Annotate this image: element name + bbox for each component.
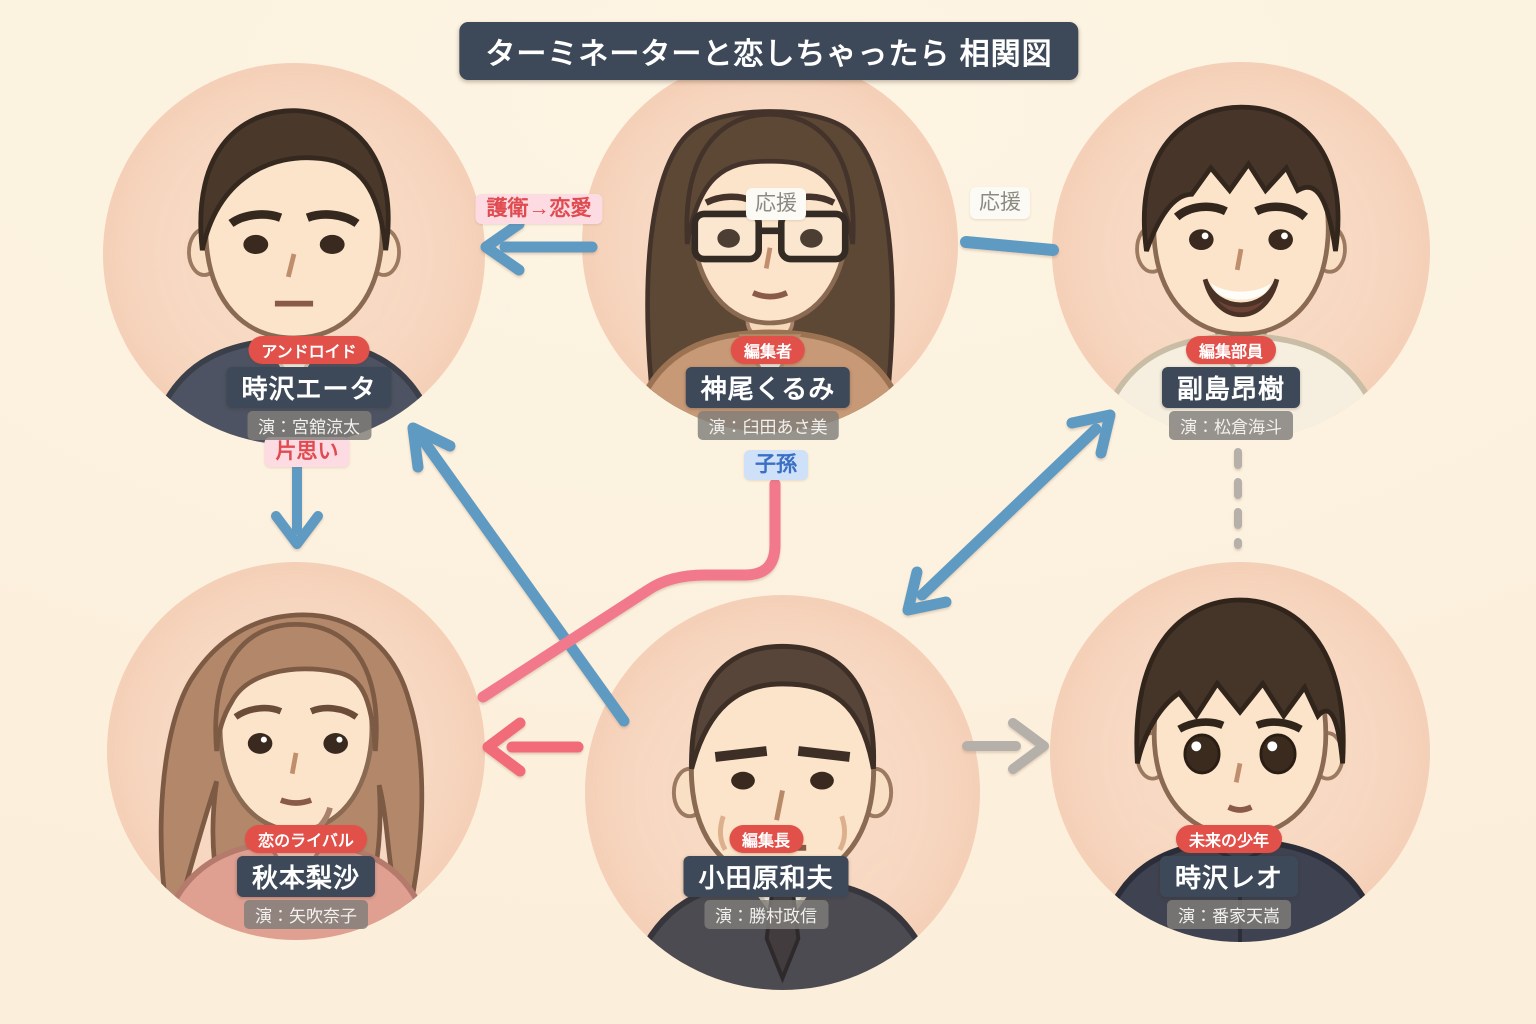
arrow-kataomoi <box>271 462 323 549</box>
relation-label-ouen-right: 応援 <box>970 187 1030 220</box>
labels-soejima-koki: 編集部員 副島昂樹 演：松倉海斗 <box>1161 336 1301 440</box>
relation-label-shison: 子孫 <box>744 450 808 481</box>
portrait-odawara-kazuo <box>585 595 980 990</box>
character-name: 時沢エータ <box>226 367 392 408</box>
relation-label-ouen-center: 応援 <box>746 188 806 221</box>
role-badge: 編集者 <box>730 336 806 364</box>
arrow-odawara-to-leo <box>962 718 1049 774</box>
relation-label-goei-renai: 護衛→恋愛 <box>475 194 603 225</box>
character-name: 副島昂樹 <box>1161 367 1301 408</box>
role-badge: アンドロイド <box>248 336 370 364</box>
cast-name: 演：松倉海斗 <box>1168 411 1293 440</box>
labels-tokizawa-eta: アンドロイド 時沢エータ 演：宮舘涼太 <box>226 336 392 440</box>
character-name: 神尾くるみ <box>685 367 851 408</box>
cast-name: 演：臼田あさ美 <box>697 411 839 440</box>
character-name: 小田原和夫 <box>683 856 849 897</box>
arrow-goei-renai <box>480 218 598 276</box>
cast-name: 演：矢吹奈子 <box>243 900 368 929</box>
portrait-soejima-koki <box>1052 62 1430 440</box>
cast-name: 演：番家天嵩 <box>1166 900 1291 929</box>
labels-akimoto-risa: 恋のライバル 秋本梨沙 演：矢吹奈子 <box>236 825 376 929</box>
labels-tokizawa-leo: 未来の少年 時沢レオ 演：番家天嵩 <box>1159 825 1299 929</box>
labels-kamio-kurumi: 編集者 神尾くるみ 演：臼田あさ美 <box>685 336 851 440</box>
cast-name: 演：勝村政信 <box>703 900 828 929</box>
arrow-odawara-to-akimoto <box>482 717 584 777</box>
arrow-soejima-odawara <box>902 409 1116 616</box>
older-man-suit-illustration <box>626 643 939 990</box>
smiling-man-illustration <box>1095 104 1387 440</box>
role-badge: 未来の少年 <box>1175 825 1283 853</box>
role-badge: 恋のライバル <box>245 825 367 853</box>
role-badge: 編集長 <box>728 825 804 853</box>
labels-odawara-kazuo: 編集長 小田原和夫 演：勝村政信 <box>683 825 849 929</box>
role-badge: 編集部員 <box>1185 336 1277 364</box>
chart-title: ターミネーターと恋しちゃったら 相関図 <box>459 22 1079 80</box>
character-name: 秋本梨沙 <box>236 856 376 897</box>
line-ouen <box>960 236 1059 256</box>
relation-label-kataomoi: 片思い <box>264 437 350 468</box>
cast-name: 演：宮舘涼太 <box>246 411 371 440</box>
character-name: 時沢レオ <box>1159 856 1299 897</box>
